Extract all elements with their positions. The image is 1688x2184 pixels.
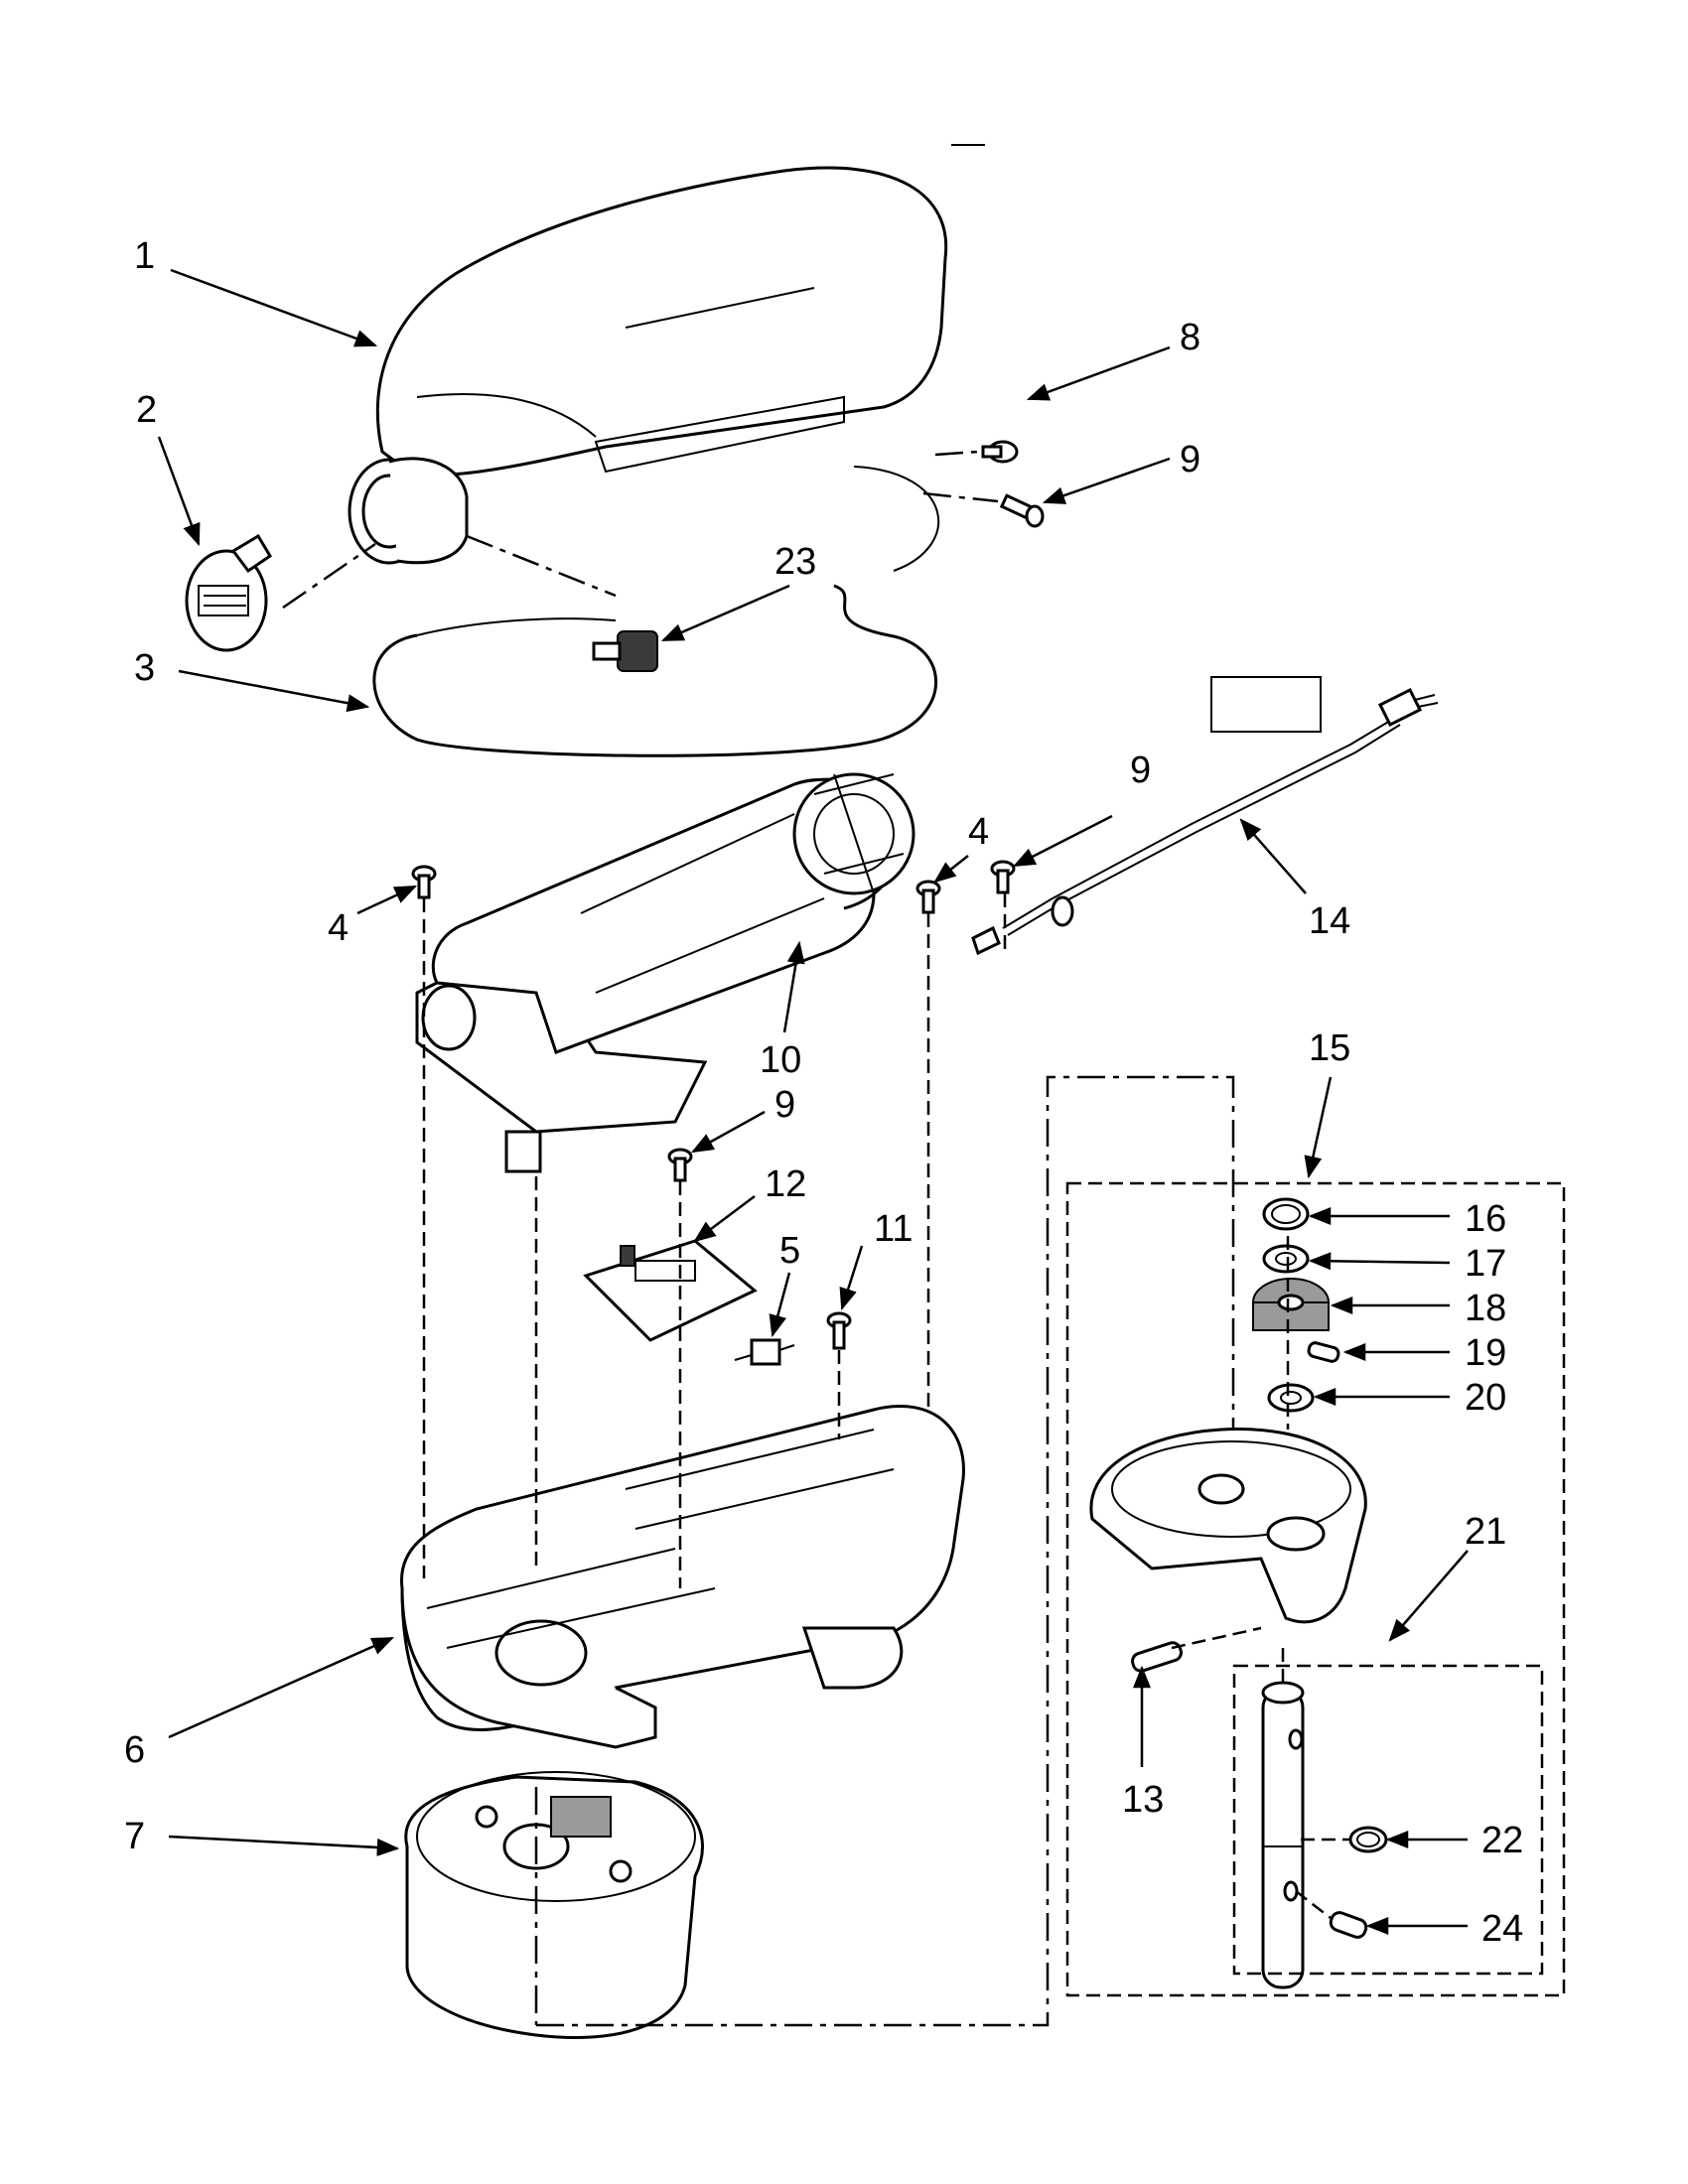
- part-23-thumb-screw: [592, 630, 658, 672]
- callout-labels: 1 2 3 4 4 5 6 7 8 9 9 9 10 11 12 13 14 1…: [124, 235, 1523, 1950]
- callout-20: 20: [1465, 1377, 1506, 1419]
- part-4-screw-left: [411, 865, 437, 899]
- assembly-box-21: [1232, 1664, 1544, 1976]
- callout-13: 13: [1122, 1779, 1164, 1821]
- callout-18: 18: [1465, 1288, 1506, 1329]
- callout-4-left: 4: [328, 907, 349, 949]
- callout-9-lower: 9: [774, 1084, 795, 1126]
- part-7-gear-housing: [404, 1771, 704, 2039]
- part-1-motor-housing: [348, 166, 948, 565]
- part-20-washer: [1267, 1383, 1315, 1413]
- callout-22: 22: [1481, 1820, 1523, 1861]
- assembly-box-15: [1065, 1181, 1566, 1997]
- part-24-pin: [1329, 1911, 1368, 1939]
- part-9-screw-lower: [667, 1148, 693, 1182]
- part-6-base: [399, 1405, 965, 1749]
- part-16-retaining-ring: [1262, 1197, 1310, 1231]
- callout-16: 16: [1465, 1198, 1506, 1240]
- part-19-pin: [1307, 1341, 1340, 1363]
- part-21-shaft: [1261, 1681, 1305, 1989]
- callout-19: 19: [1465, 1332, 1506, 1374]
- callout-1: 1: [134, 235, 155, 277]
- part-14-power-cord: [971, 676, 1439, 956]
- part-13-pin: [1131, 1641, 1183, 1673]
- callout-2: 2: [136, 389, 157, 431]
- callout-8: 8: [1180, 317, 1200, 358]
- callout-7: 7: [124, 1816, 145, 1857]
- part-22-retaining-ring: [1348, 1826, 1388, 1853]
- part-15-planetary-housing: [1089, 1428, 1367, 1624]
- part-9-screw-mid: [990, 860, 1016, 894]
- callout-21: 21: [1465, 1511, 1506, 1553]
- callout-23: 23: [774, 541, 816, 583]
- callout-6: 6: [124, 1729, 145, 1771]
- callout-5: 5: [779, 1230, 800, 1272]
- callout-9-mid: 9: [1130, 750, 1151, 791]
- callout-11: 11: [874, 1208, 913, 1250]
- callout-17: 17: [1465, 1243, 1506, 1285]
- part-11-screw: [826, 1311, 852, 1350]
- part-12-control-board: [583, 1239, 758, 1342]
- callout-10: 10: [760, 1039, 801, 1081]
- part-10-motor: [415, 772, 915, 1173]
- callout-15: 15: [1309, 1027, 1350, 1069]
- part-4-screw-right: [915, 880, 941, 914]
- callout-3: 3: [134, 647, 155, 689]
- part-17-washer: [1262, 1244, 1310, 1274]
- callout-9-top: 9: [1180, 439, 1200, 480]
- callout-12: 12: [765, 1163, 806, 1205]
- part-5-switch: [734, 1338, 795, 1366]
- part-8-screw: [981, 440, 1019, 464]
- callout-14: 14: [1309, 900, 1350, 942]
- alignment-lines: [282, 450, 1350, 2027]
- part-2-hub-cover: [185, 533, 273, 652]
- leader-lines: [157, 268, 1469, 1935]
- callout-24: 24: [1481, 1908, 1523, 1950]
- part-9-screw-top: [999, 493, 1045, 528]
- callout-4-right: 4: [968, 811, 989, 853]
- part-18-gear: [1252, 1278, 1330, 1331]
